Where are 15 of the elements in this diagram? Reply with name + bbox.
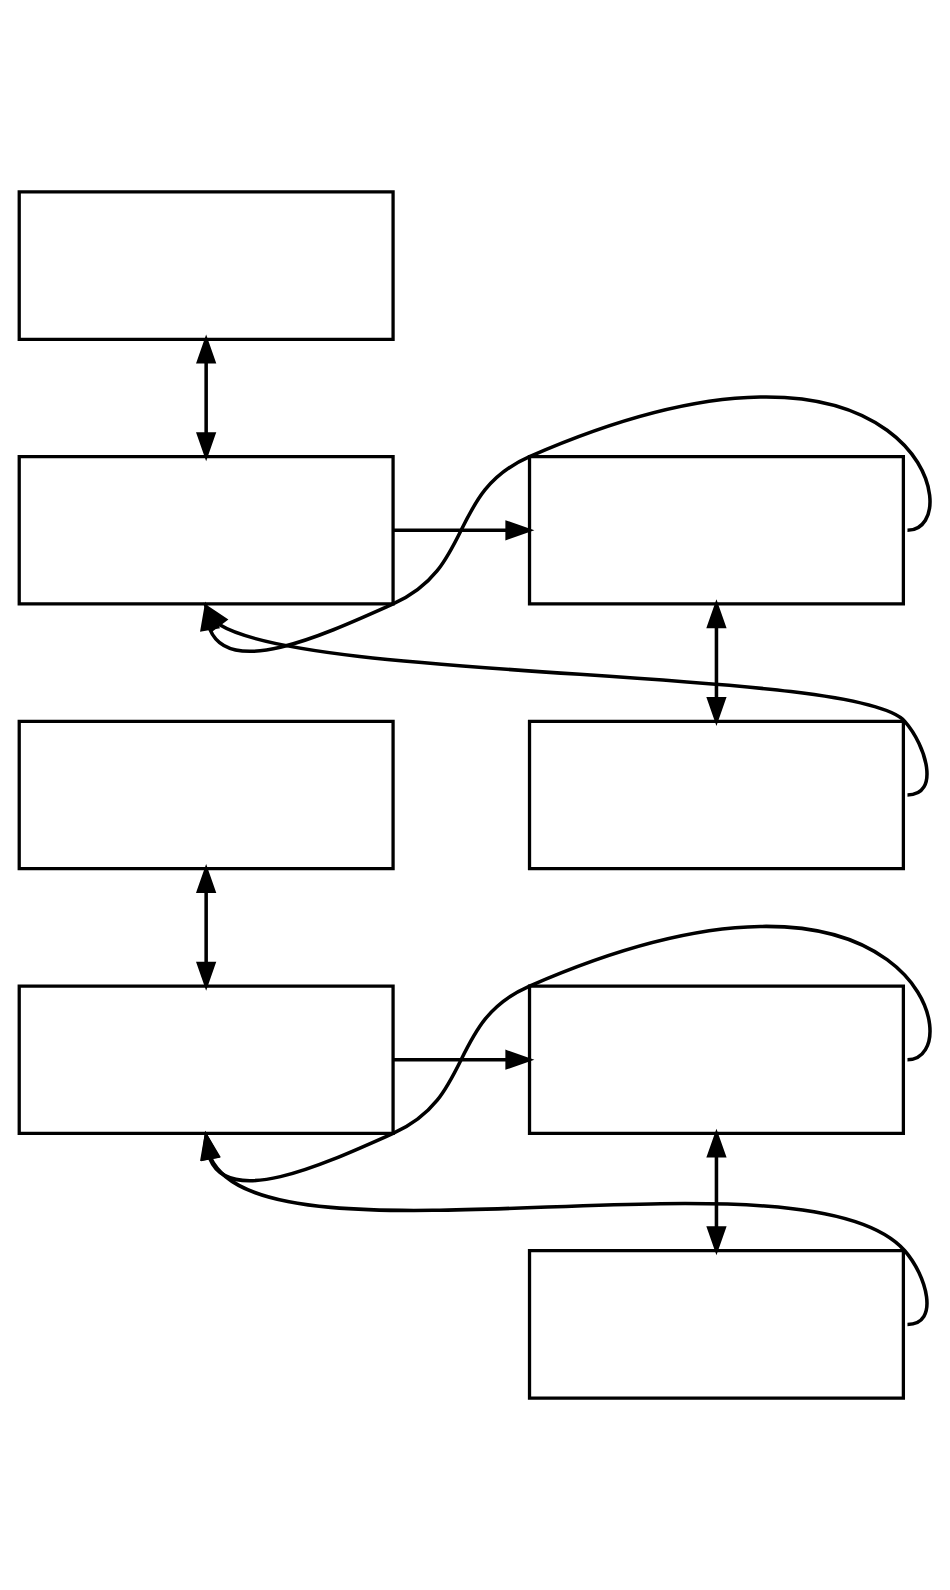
node-box <box>17 455 395 606</box>
arrow <box>706 1128 727 1256</box>
node-box <box>527 1249 905 1400</box>
node-box <box>17 984 395 1135</box>
node-box <box>17 190 395 341</box>
node-box <box>527 984 905 1135</box>
arrow <box>200 924 932 1183</box>
arrow <box>393 520 535 541</box>
node-box <box>527 455 905 606</box>
arrow <box>706 599 727 726</box>
node-box <box>17 719 395 871</box>
arrow <box>196 334 217 462</box>
node-box <box>527 719 905 871</box>
arrow <box>393 1049 535 1070</box>
arrow <box>196 863 217 991</box>
